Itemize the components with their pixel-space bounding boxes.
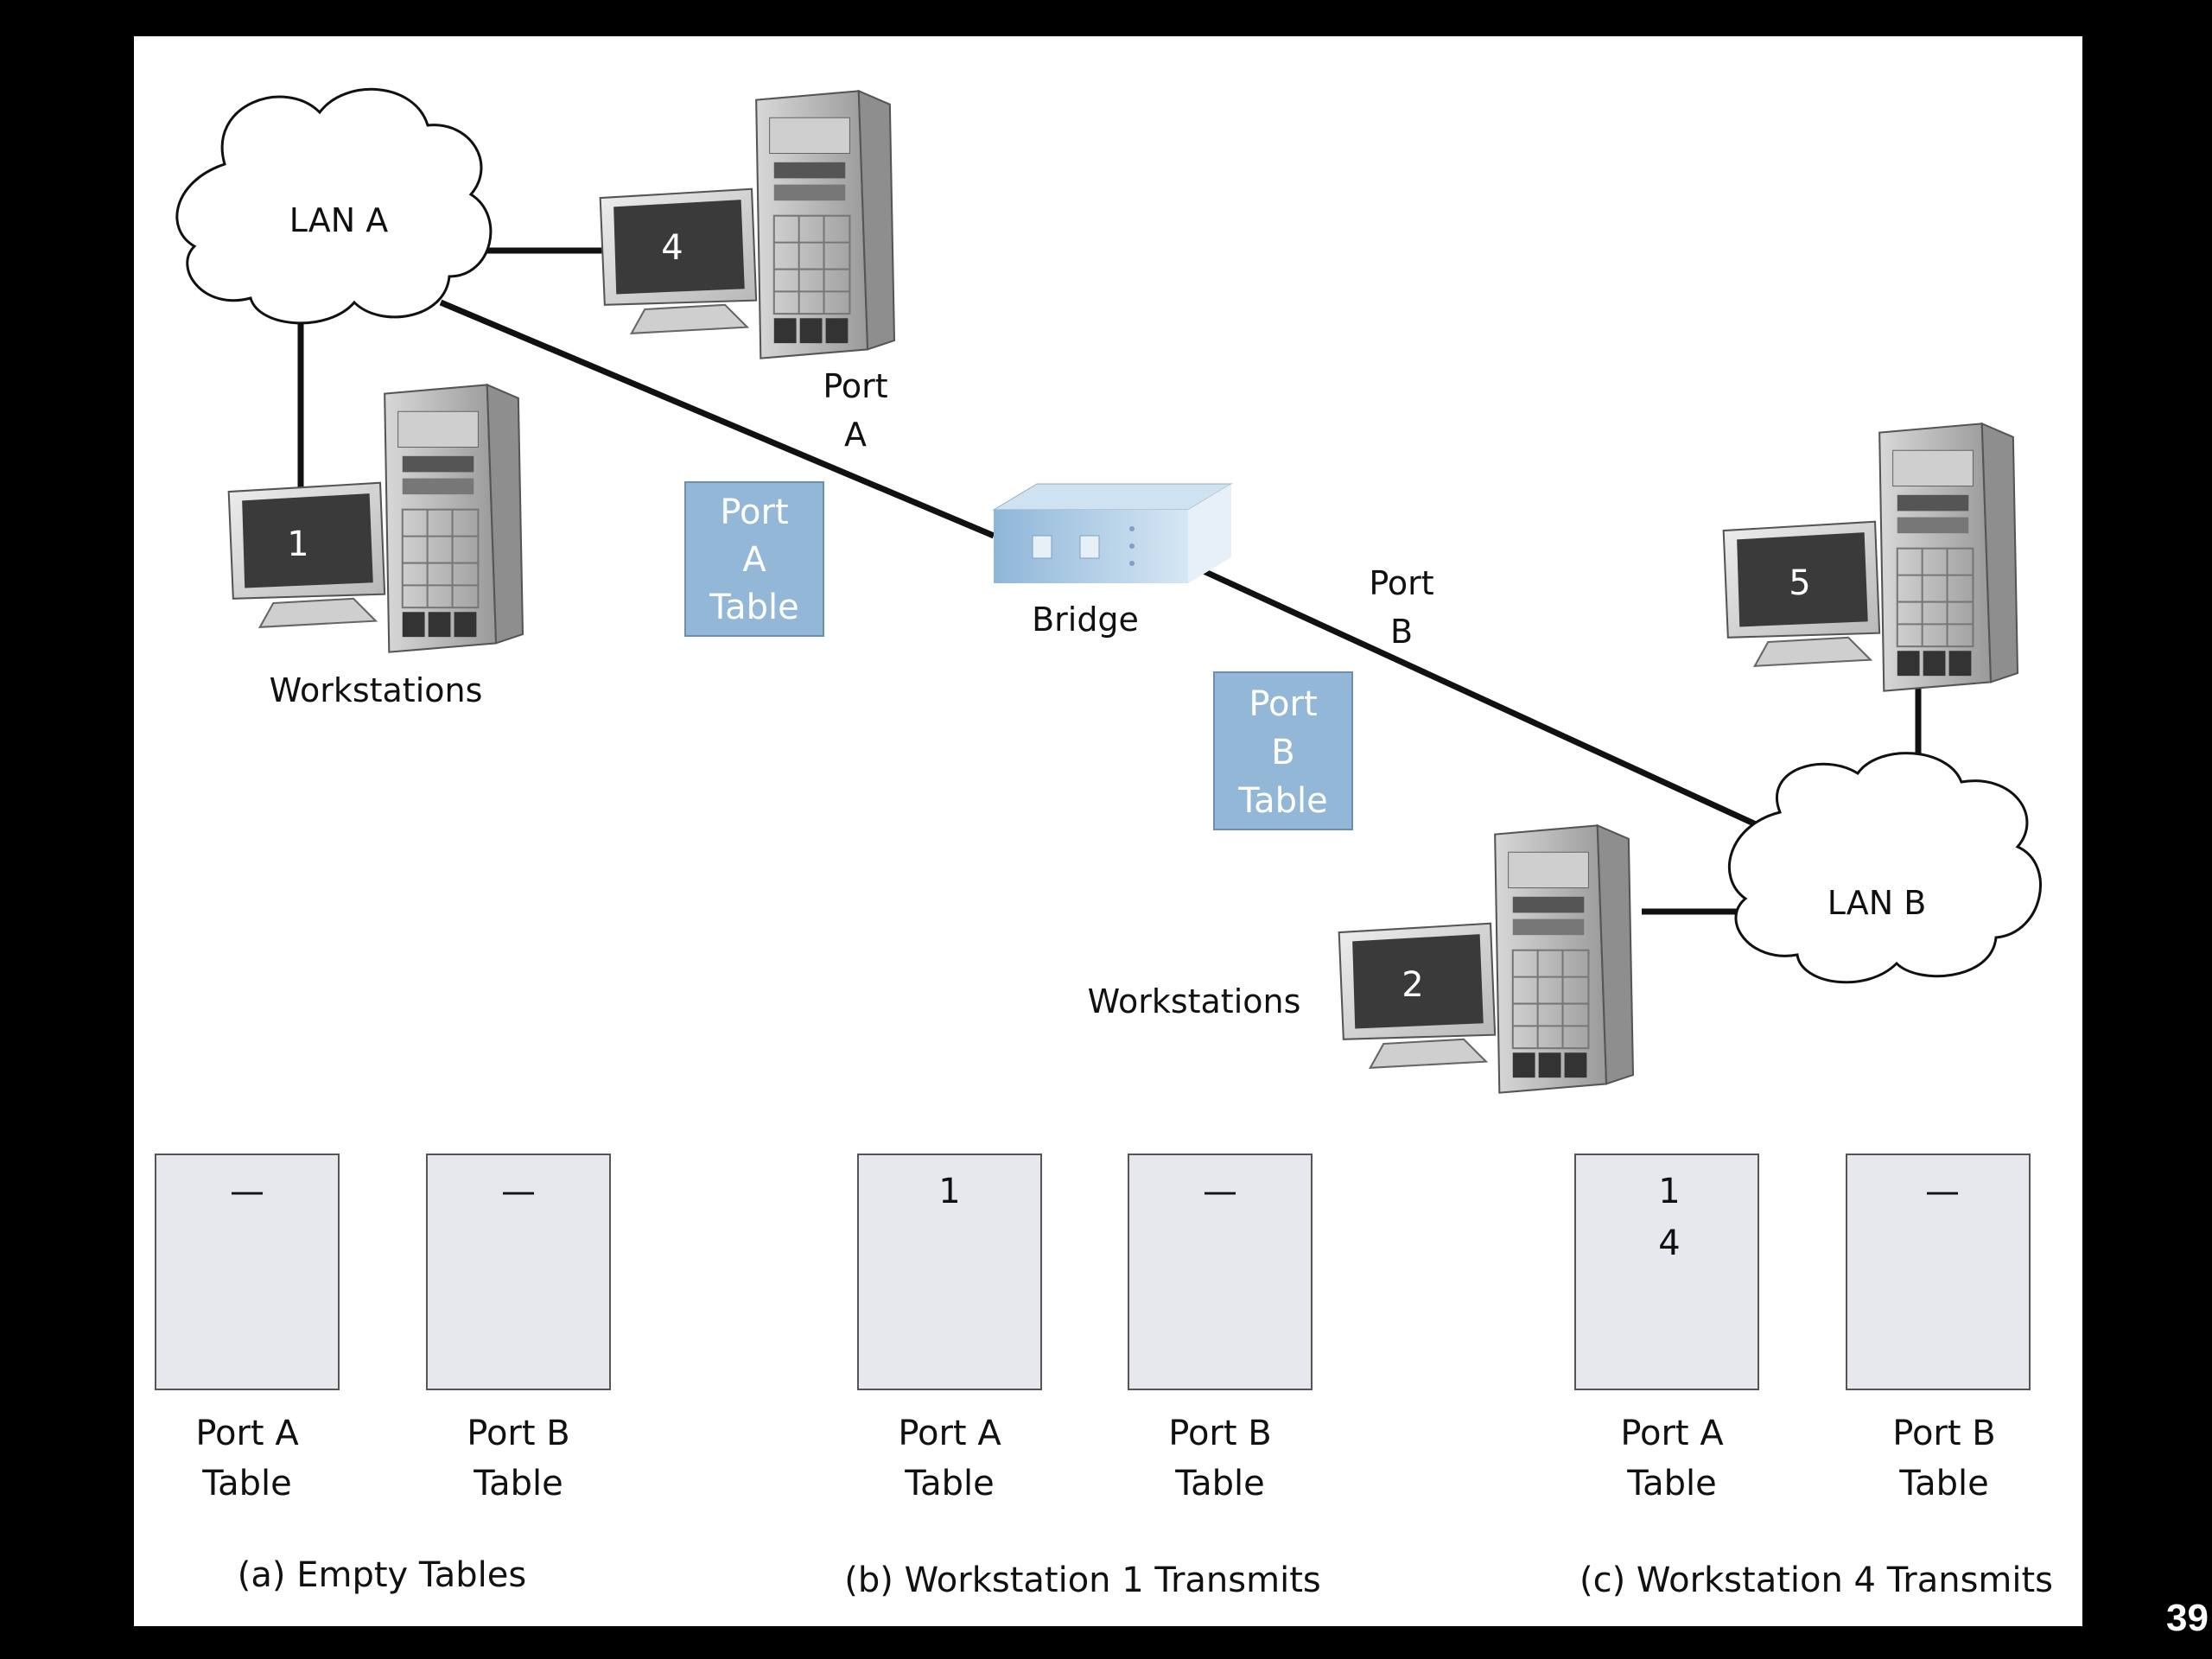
page-number: 39 (2166, 1597, 2209, 1639)
svg-text:Port: Port (823, 367, 887, 405)
port-b-table-box: Port B Table (1213, 671, 1353, 830)
state-a-caption: (a) Empty Tables (238, 1555, 526, 1595)
svg-text:—: — (230, 1172, 264, 1211)
svg-text:B: B (1390, 613, 1413, 651)
svg-text:Port A: Port A (1620, 1414, 1724, 1453)
state-c-port-b-table: — Port B Table (1846, 1154, 2031, 1503)
svg-text:—: — (1925, 1172, 1960, 1211)
svg-text:Port B: Port B (1168, 1414, 1271, 1453)
state-b-port-b-table: — Port B Table (1128, 1154, 1313, 1503)
lan-a-cloud: LAN A (175, 87, 493, 325)
svg-text:Table: Table (201, 1464, 291, 1503)
state-a-port-a-table: — Port A Table (155, 1154, 340, 1503)
state-c-port-a-table: 1 4 Port A Table (1574, 1154, 1759, 1503)
link-bridge-lan-b (1191, 563, 1769, 833)
svg-text:—: — (501, 1172, 536, 1211)
svg-text:2: 2 (1402, 965, 1423, 1005)
svg-text:Port: Port (1249, 684, 1317, 724)
state-c: 1 4 Port A Table — Port B Table (c) Work… (1574, 1154, 2053, 1600)
svg-text:Table: Table (1898, 1464, 1988, 1503)
svg-text:1: 1 (1658, 1172, 1680, 1211)
svg-text:Port: Port (720, 493, 788, 532)
state-a: — Port A Table — Port B Table (a) Empty … (155, 1154, 611, 1595)
port-a-label: Port A (823, 367, 887, 454)
lan-b-cloud: LAN B (1728, 752, 2042, 984)
svg-text:4: 4 (1658, 1224, 1680, 1263)
svg-text:1: 1 (287, 524, 308, 564)
state-c-caption: (c) Workstation 4 Transmits (1580, 1560, 2053, 1600)
bridge-device: Bridge (992, 483, 1233, 639)
workstations-label-right: Workstations (1088, 982, 1301, 1020)
svg-text:Table: Table (1174, 1464, 1264, 1503)
svg-text:—: — (1203, 1172, 1237, 1211)
workstation-1: 1 (227, 384, 524, 653)
svg-text:Port B: Port B (1892, 1414, 1995, 1453)
svg-text:Port B: Port B (467, 1414, 569, 1453)
bridge-label: Bridge (1032, 601, 1139, 639)
lan-a-label: LAN A (289, 201, 389, 239)
workstations-label-left: Workstations (270, 671, 483, 709)
svg-text:Port: Port (1369, 564, 1433, 602)
port-b-label: Port B (1369, 564, 1433, 651)
svg-text:B: B (1271, 733, 1294, 772)
links (297, 247, 1922, 915)
state-b: 1 Port A Table — Port B Table (b) Workst… (844, 1154, 1321, 1600)
workstation-2: 2 (1338, 824, 1635, 1094)
svg-text:Table: Table (1626, 1464, 1716, 1503)
svg-text:5: 5 (1789, 563, 1810, 603)
svg-text:4: 4 (661, 228, 683, 268)
workstation-4: 4 (599, 90, 896, 359)
svg-text:A: A (742, 540, 766, 580)
svg-text:A: A (844, 416, 867, 454)
svg-text:Port A: Port A (898, 1414, 1001, 1453)
state-b-port-a-table: 1 Port A Table (857, 1154, 1042, 1503)
svg-text:Port A: Port A (195, 1414, 299, 1453)
link-lan-a-bridge (439, 299, 995, 539)
svg-text:Table: Table (1237, 781, 1327, 821)
port-a-table-box: Port A Table (684, 481, 824, 637)
state-a-port-b-table: — Port B Table (426, 1154, 611, 1503)
lan-b-label: LAN B (1827, 884, 1927, 922)
svg-text:Table: Table (709, 588, 798, 627)
state-b-caption: (b) Workstation 1 Transmits (844, 1560, 1320, 1600)
workstation-5: 5 (1722, 423, 2019, 692)
svg-text:1: 1 (938, 1172, 960, 1211)
svg-text:Table: Table (473, 1464, 563, 1503)
svg-text:Table: Table (904, 1464, 994, 1503)
